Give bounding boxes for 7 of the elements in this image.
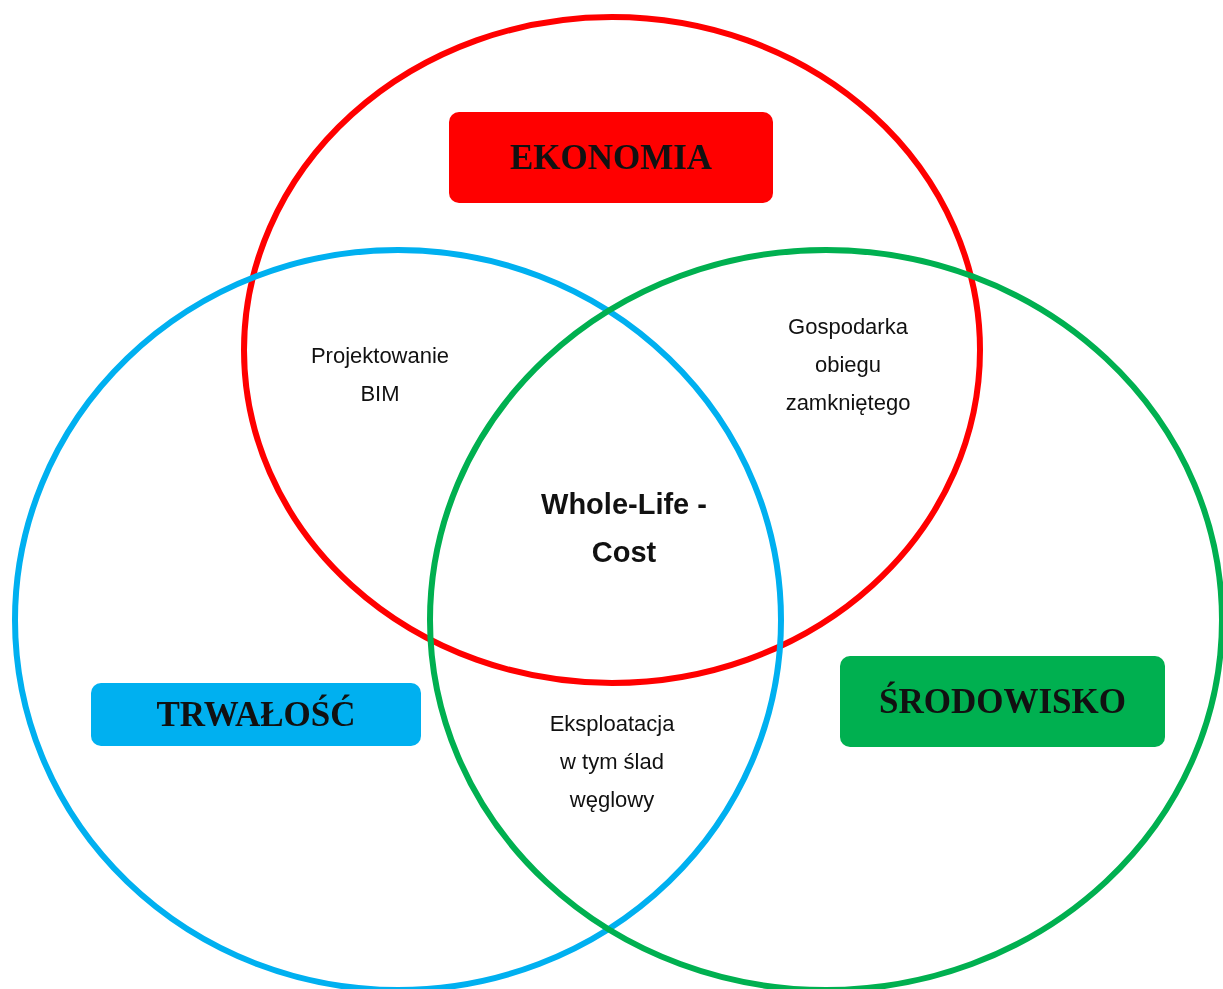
center-label: Whole-Life -Cost	[540, 487, 708, 570]
category-box: TRWAŁOŚĆ	[91, 683, 421, 746]
category-box: EKONOMIA	[449, 112, 773, 203]
overlap-label: Projektowanie BIM	[309, 342, 451, 408]
overlap-label: Eksploatacja w tym ślad węglowy	[548, 710, 676, 814]
overlap-label: Gospodarka obiegu zamkniętego	[784, 313, 912, 417]
category-box: ŚRODOWISKO	[840, 656, 1165, 747]
